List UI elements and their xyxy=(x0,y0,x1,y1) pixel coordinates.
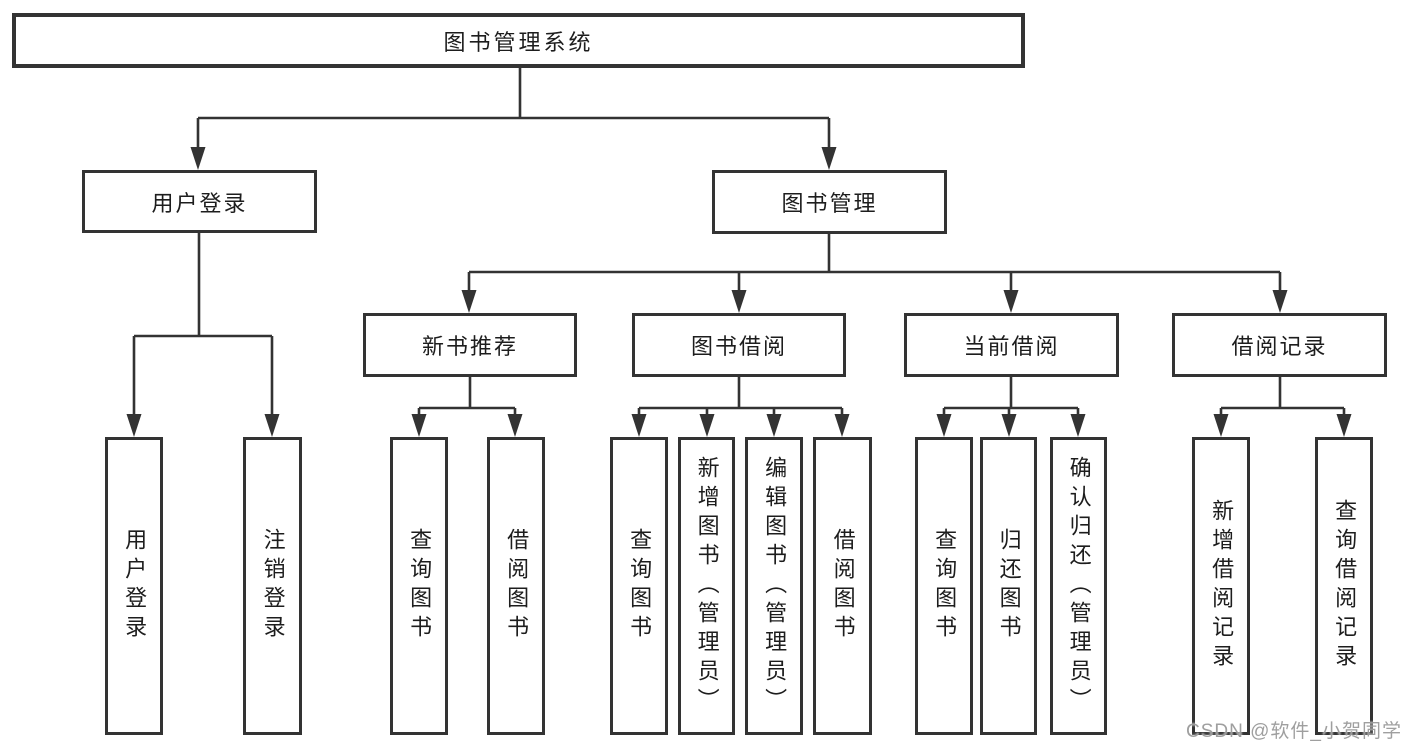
leaf-label: 查询图书 xyxy=(407,528,433,644)
leaf-label: 新增借阅记录 xyxy=(1209,499,1235,673)
node-label: 当前借阅 xyxy=(963,334,1060,359)
node-label: 用户登录 xyxy=(151,190,248,216)
leaf-return-books: 归还图书 xyxy=(980,437,1037,735)
leaf-label: 注销登录 xyxy=(260,528,286,644)
node-label: 图书管理 xyxy=(781,191,878,216)
leaf-label: 归还图书 xyxy=(996,528,1022,644)
leaf-label: 新增图书（管理员） xyxy=(694,455,720,717)
leaf-borrow-books: 借阅图书 xyxy=(813,437,872,735)
leaf-label: 查询图书 xyxy=(627,528,653,644)
leaf-query-books-recommend: 查询图书 xyxy=(390,437,448,735)
leaf-label: 借阅图书 xyxy=(830,528,856,644)
node-label: 新书推荐 xyxy=(421,334,518,359)
leaf-borrow-books-recommend: 借阅图书 xyxy=(487,437,545,735)
node-label: 借阅记录 xyxy=(1231,334,1328,359)
leaf-label: 用户登录 xyxy=(122,528,148,644)
leaf-query-books-borrow: 查询图书 xyxy=(610,437,668,735)
leaf-label: 确认归还（管理员） xyxy=(1066,455,1092,717)
node-book-borrowing: 图书借阅 xyxy=(632,313,846,377)
leaf-confirm-return-admin: 确认归还（管理员） xyxy=(1050,437,1107,735)
node-borrowing-records: 借阅记录 xyxy=(1172,313,1387,377)
leaf-add-books-admin: 新增图书（管理员） xyxy=(678,437,735,735)
leaf-query-books-current: 查询图书 xyxy=(915,437,973,735)
node-library-management-system: 图书管理系统 xyxy=(12,13,1025,68)
csdn-watermark: CSDN @软件_小贺同学 xyxy=(1186,721,1402,742)
leaf-label: 查询图书 xyxy=(932,528,958,644)
leaf-query-borrow-record: 查询借阅记录 xyxy=(1315,437,1373,735)
node-current-borrowing: 当前借阅 xyxy=(904,313,1119,377)
node-label: 图书借阅 xyxy=(690,334,787,359)
leaf-user-login: 用户登录 xyxy=(105,437,163,735)
leaf-logout: 注销登录 xyxy=(243,437,302,735)
leaf-label: 借阅图书 xyxy=(504,528,530,644)
node-label: 图书管理系统 xyxy=(443,29,594,55)
leaf-label: 编辑图书（管理员） xyxy=(762,455,788,717)
node-book-management: 图书管理 xyxy=(712,170,947,234)
node-new-book-recommendation: 新书推荐 xyxy=(363,313,577,377)
leaf-label: 查询借阅记录 xyxy=(1332,499,1358,673)
leaf-edit-books-admin: 编辑图书（管理员） xyxy=(745,437,803,735)
leaf-add-borrow-record: 新增借阅记录 xyxy=(1192,437,1250,735)
node-user-login: 用户登录 xyxy=(82,170,317,233)
